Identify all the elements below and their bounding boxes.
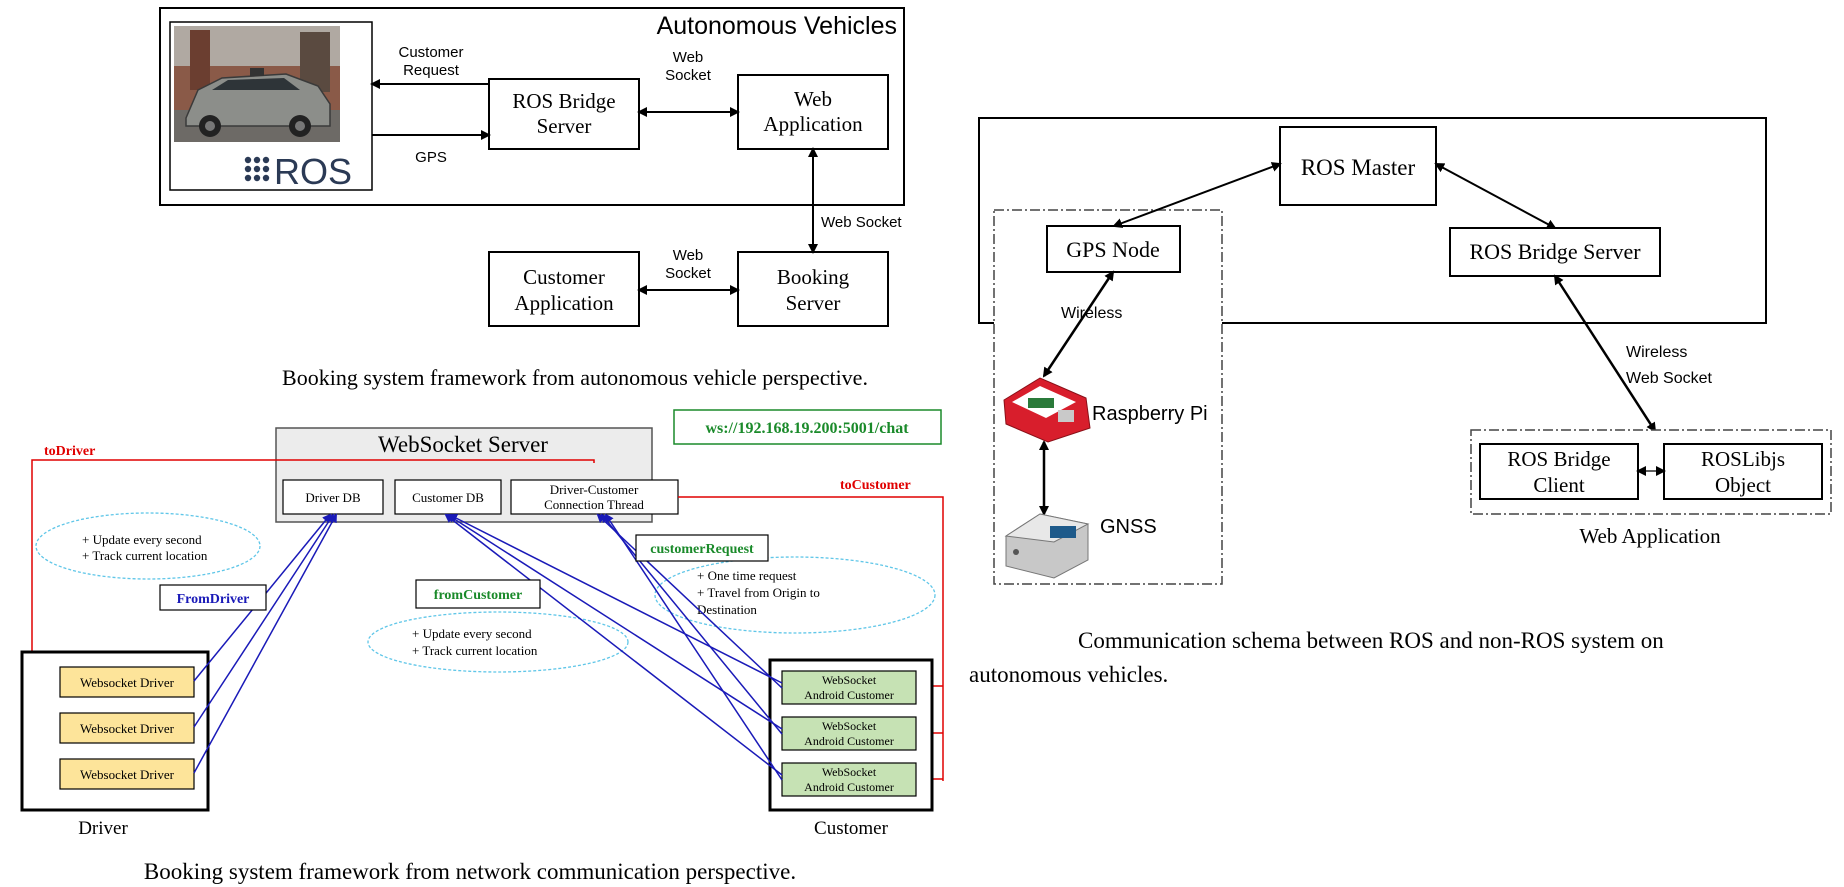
caption-diagram-b: Booking system framework from network co… — [144, 859, 796, 884]
ros-bridge-server-box — [488, 78, 640, 150]
gps-node-box — [1046, 225, 1181, 273]
ros-master-box — [1279, 126, 1437, 206]
cloud-driver-text: + Update every second+ Track current loc… — [82, 532, 208, 563]
from-customer-label: fromCustomer — [434, 588, 522, 603]
from-customer-box — [415, 579, 541, 609]
ros-master-label: ROS Master — [1301, 155, 1416, 180]
cloud-from-customer-text: + Update every second+ Track current loc… — [412, 626, 538, 658]
websocket-server-title: WebSocket Server — [378, 432, 548, 457]
from-driver-label: FromDriver — [177, 592, 250, 607]
from-driver-box — [159, 584, 267, 611]
bridge-client-arrow — [1553, 274, 1657, 433]
gnss-label: GNSS — [1100, 516, 1157, 538]
web-socket-label-c: Web Socket — [1626, 370, 1713, 387]
cloud-driver-note: + Update every second+ Track current loc… — [35, 512, 261, 580]
ros-logo-text: ROS — [274, 151, 352, 192]
gps-raspberry-arrow — [1042, 270, 1115, 378]
driver-group-label: Driver — [78, 818, 128, 839]
raspberry-pi-label: Raspberry Pi — [1092, 403, 1208, 425]
websocket-driver-label-3: Websocket Driver — [80, 767, 175, 782]
customer-request-label: customerRequest — [650, 542, 754, 557]
ros-bridge-client-box — [1479, 443, 1639, 500]
vehicle-photo-panel: ROS — [169, 21, 373, 192]
gps-label: GPS — [415, 149, 447, 166]
ros-system-frame — [978, 117, 1767, 324]
websocket-driver-box-1 — [59, 666, 195, 698]
roslibjs-object-box — [1663, 443, 1823, 500]
android-customer-box-3 — [781, 762, 917, 797]
websocket-driver-label-1: Websocket Driver — [80, 675, 175, 690]
master-bridge-arrow — [1434, 163, 1557, 229]
diagram-autonomous-vehicles: Autonomous Vehicles — [159, 7, 905, 390]
to-customer-label: toCustomer — [840, 478, 911, 493]
customer-db-box — [394, 479, 502, 515]
gnss-device-icon — [1004, 513, 1090, 579]
diagram-network-communication: ws://192.168.19.200:5001/chat WebSocket … — [20, 409, 944, 884]
websocket-driver-label-2: Websocket Driver — [80, 721, 175, 736]
ros-logo-dots-icon — [244, 156, 270, 182]
gps-node-label: GPS Node — [1066, 237, 1160, 262]
customer-3-to-customer-db — [444, 513, 783, 776]
web-socket-label-vertical: Web Socket — [821, 214, 902, 231]
cloud-request-note: + One time request+ Travel from Origin t… — [654, 556, 936, 634]
driver-list: Websocket Driver Websocket Driver Websoc… — [59, 666, 195, 790]
ws-url-label: ws://192.168.19.200:5001/chat — [705, 420, 909, 437]
to-driver-label: toDriver — [44, 444, 95, 459]
web-application-box — [737, 74, 889, 150]
websocket-driver-box-3 — [59, 758, 195, 790]
diagram-ros-communication: ROS Master GPS Node ROS Bridge Server Wi… — [969, 117, 1832, 687]
gps-master-arrow — [1112, 162, 1282, 228]
caption-diagram-c-line2: autonomous vehicles. — [969, 662, 1168, 687]
customer-db-label: Customer DB — [412, 490, 484, 505]
car-photo-icon — [174, 26, 340, 142]
driver-db-box — [282, 479, 384, 515]
connection-thread-box — [510, 479, 679, 515]
ws-url-box — [673, 409, 942, 445]
cloud-request-text: + One time request+ Travel from Origin t… — [697, 568, 820, 617]
booking-server-box — [737, 251, 889, 327]
customer-2-to-customer-db — [446, 513, 783, 730]
wireless-label-2: Wireless — [1626, 344, 1687, 361]
customer-group-label: Customer — [814, 818, 889, 839]
customer-2-to-thread — [600, 513, 783, 735]
ros-logo: ROS — [244, 151, 352, 192]
frame-title: Autonomous Vehicles — [657, 12, 897, 40]
websocket-driver-box-2 — [59, 712, 195, 744]
android-customer-box-2 — [781, 716, 917, 751]
web-application-group-label: Web Application — [1579, 524, 1721, 548]
customer-request-box — [635, 534, 769, 562]
customer-1-to-customer-db — [448, 514, 783, 684]
raspberry-pi-icon — [1003, 377, 1091, 443]
driver-2-to-driver-db — [193, 513, 335, 728]
android-customer-box-1 — [781, 670, 917, 705]
cloud-from-customer-note: + Update every second+ Track current loc… — [367, 611, 629, 673]
customer-3-to-thread — [604, 513, 783, 781]
ros-bridge-server-c-label: ROS Bridge Server — [1469, 239, 1641, 264]
caption-diagram-a: Booking system framework from autonomous… — [282, 365, 868, 390]
wireless-label-1: Wireless — [1061, 305, 1122, 322]
driver-3-to-driver-db — [193, 513, 337, 774]
customer-1-to-thread — [596, 513, 783, 689]
autonomous-vehicles-frame — [159, 7, 905, 206]
blue-connections — [193, 513, 783, 781]
to-driver-line — [31, 459, 595, 804]
driver-db-label: Driver DB — [305, 490, 361, 505]
caption-diagram-c-line1: Communication schema between ROS and non… — [1078, 628, 1664, 653]
